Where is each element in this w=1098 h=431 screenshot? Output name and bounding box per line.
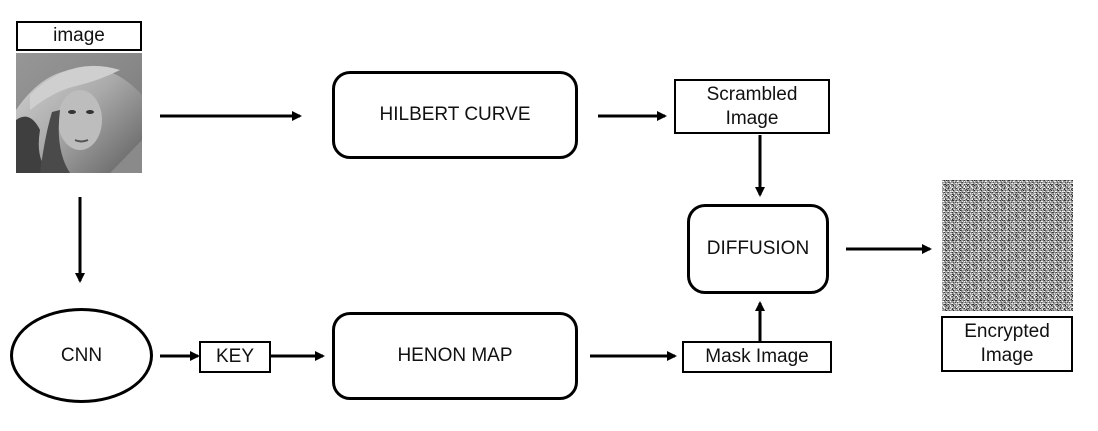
encrypted-image-label: Encrypted Image [941,316,1073,372]
input-image [16,53,142,173]
cnn-node: CNN [10,308,153,403]
hilbert-curve-node: HILBERT CURVE [332,71,578,159]
diffusion-node: DIFFUSION [687,204,829,294]
encrypted-image [942,180,1073,311]
image-label: image [16,21,142,51]
henon-map-node: HENON MAP [332,312,578,400]
mask-image-node: Mask Image [682,341,832,373]
scrambled-image-node: Scrambled Image [674,79,830,134]
key-node: KEY [199,341,271,373]
